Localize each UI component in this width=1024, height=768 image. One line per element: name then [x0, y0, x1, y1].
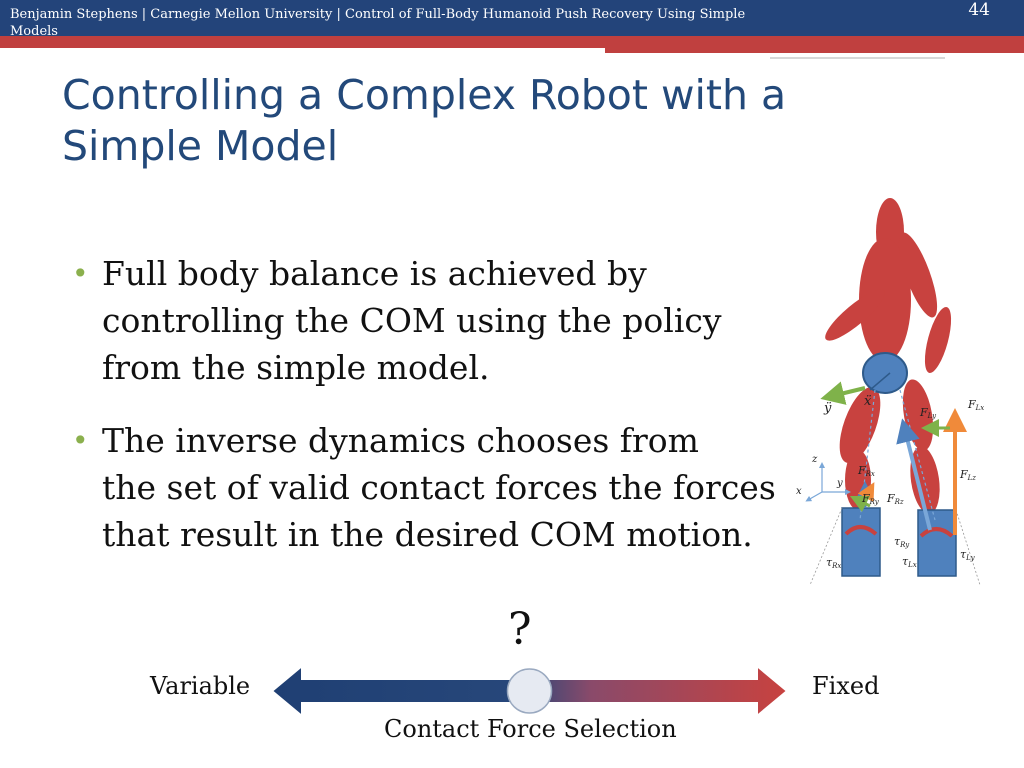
bullet-dot-icon: •	[72, 424, 89, 457]
contact-force-slider	[270, 663, 789, 719]
header-bar	[0, 0, 1024, 36]
label-axis-x: x	[796, 486, 802, 497]
bullet-item: • The inverse dynamics chooses from the …	[72, 417, 832, 558]
bullet-line: the set of valid contact forces the forc…	[102, 468, 776, 507]
foot-left-block	[841, 507, 881, 577]
slider-caption: Contact Force Selection	[384, 715, 677, 743]
com-acceleration-arrow	[820, 381, 866, 405]
robot-arm-left	[825, 289, 885, 341]
header-accent-stripe-lower	[605, 48, 1024, 53]
label-ydd: ÿ	[823, 401, 832, 416]
bullet-line: from the simple model.	[102, 348, 490, 387]
bullet-line: Full body balance is achieved by	[102, 254, 647, 293]
label-fry: FRy	[861, 492, 880, 506]
bullet-list: • Full body balance is achieved by contr…	[72, 250, 832, 584]
label-flx: FLx	[967, 398, 984, 412]
header-accent-stripe	[0, 36, 1024, 48]
bullet-item: • Full body balance is achieved by contr…	[72, 250, 832, 391]
com-marker	[862, 352, 908, 394]
bullet-dot-icon: •	[72, 257, 89, 290]
slider-knob-circle[interactable]	[506, 668, 553, 714]
label-try: τRy	[894, 535, 910, 549]
bullet-line: controlling the COM using the policy	[102, 301, 722, 340]
humanoid-robot-figure: ẍ ÿ z y x FLx FLy FLz FRx FRy FRz τRx τR…	[796, 198, 984, 586]
label-frz: FRz	[886, 492, 904, 506]
slide-number: 44	[968, 0, 990, 20]
label-axis-z: z	[811, 454, 818, 465]
label-frx: FRx	[857, 464, 875, 478]
bullet-line: The inverse dynamics chooses from	[102, 421, 699, 460]
bullet-line: that result in the desired COM motion.	[102, 515, 753, 554]
header-divider-line	[770, 57, 945, 59]
left-force-arrow	[896, 418, 932, 531]
label-fly: FLy	[919, 406, 937, 420]
robot-upper-arm-right	[898, 232, 938, 318]
header-citation: Benjamin Stephens | Carnegie Mellon Univ…	[10, 7, 746, 39]
robot-thigh-left	[839, 387, 881, 463]
robot-shin-right	[910, 446, 940, 514]
right-fy-arrow	[849, 495, 871, 513]
foot-right-block	[917, 509, 957, 577]
axis-x	[805, 491, 823, 502]
slide-title: Controlling a Complex Robot with a Simpl…	[62, 71, 787, 170]
slider-left-label: Variable	[150, 672, 251, 700]
label-tly: τLy	[960, 548, 976, 562]
label-tlx: τLx	[902, 555, 917, 569]
label-trx: τRx	[826, 556, 841, 570]
label-flz: FLz	[959, 468, 976, 482]
robot-torso	[859, 238, 911, 362]
label-axis-y: y	[836, 478, 843, 489]
slider-right-label: Fixed	[812, 672, 880, 700]
label-xdd: ẍ	[864, 394, 872, 409]
question-mark: ?	[508, 604, 532, 655]
robot-forearm-right	[924, 307, 952, 373]
